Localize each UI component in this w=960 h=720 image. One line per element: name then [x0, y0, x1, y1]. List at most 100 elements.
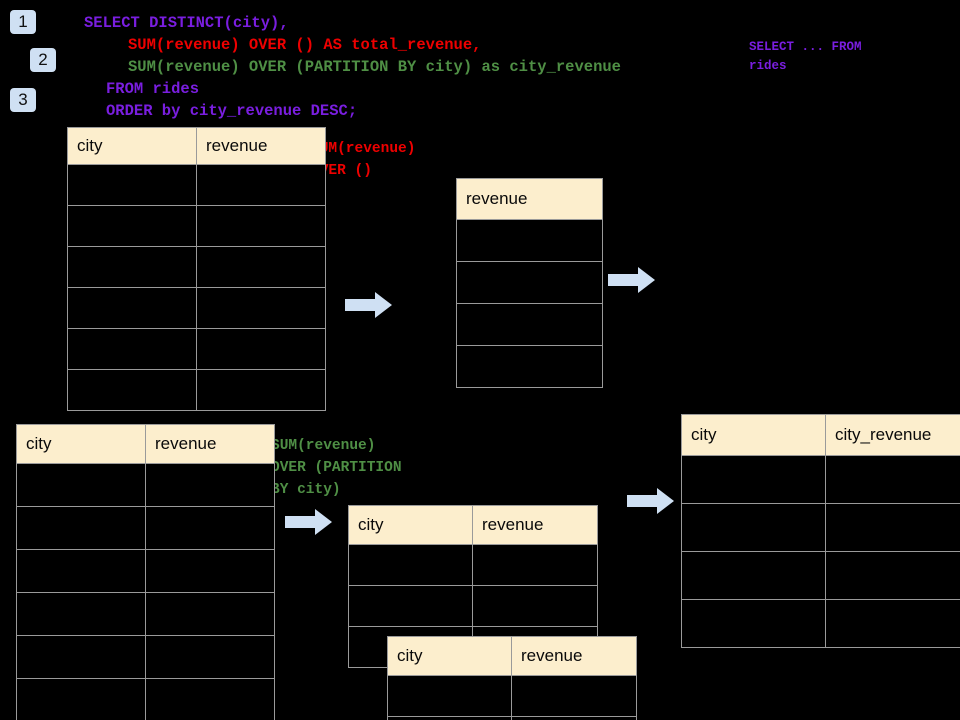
table-cell-city — [67, 205, 197, 247]
sql-side-note: SELECT ... FROM rides — [749, 40, 862, 73]
step-badge-2: 2 — [30, 48, 56, 72]
sql-line-3: SUM(revenue) OVER (PARTITION BY city) as… — [128, 58, 621, 76]
table-cell-city — [16, 635, 146, 679]
table-row — [681, 455, 960, 504]
table-cell-city — [348, 585, 473, 627]
table-row — [681, 503, 960, 552]
table-row — [16, 506, 275, 550]
table-row — [456, 261, 603, 304]
table-cell-revenue — [196, 205, 326, 247]
table-row — [348, 544, 598, 586]
table-row — [681, 599, 960, 648]
step-badge-3: 3 — [10, 88, 36, 112]
table-row — [348, 585, 598, 627]
arrow-right-icon-partition-to-result — [627, 487, 675, 515]
table-cell-city_revenue — [825, 551, 960, 600]
table-cell-city_revenue — [825, 599, 960, 648]
table-row — [16, 463, 275, 507]
table-cell-city — [67, 369, 197, 411]
table-cell-revenue — [145, 678, 275, 720]
table-row — [387, 675, 637, 717]
table-cell-city — [16, 463, 146, 507]
sql-line-1: SELECT DISTINCT(city), — [84, 14, 289, 32]
table-cell-revenue — [196, 246, 326, 288]
column-header-revenue: revenue — [472, 505, 598, 545]
table-cell-revenue — [456, 261, 603, 304]
table-row — [456, 303, 603, 346]
column-header-revenue: revenue — [145, 424, 275, 464]
arrow-right-icon-source-to-partition — [285, 508, 333, 536]
table-row — [16, 678, 275, 720]
table-cell-city — [681, 551, 826, 600]
table-row — [16, 635, 275, 679]
column-header-city: city — [681, 414, 826, 456]
step-badge-1: 1 — [10, 10, 36, 34]
annotation-sum-over-partition: SUM(revenue) OVER (PARTITION BY city) — [271, 438, 402, 498]
column-header-city: city — [387, 636, 512, 676]
table-cell-city — [16, 549, 146, 593]
column-header-city: city — [348, 505, 473, 545]
sql-line-5: ORDER by city_revenue DESC; — [106, 102, 358, 120]
column-header-revenue: revenue — [511, 636, 637, 676]
table-header-row: revenue — [456, 178, 603, 220]
table-row — [16, 592, 275, 636]
table-cell-city — [681, 455, 826, 504]
table-cell-revenue — [472, 544, 598, 586]
total-revenue-table: revenue — [456, 178, 603, 388]
table-cell-revenue — [456, 219, 603, 262]
column-header-revenue: revenue — [196, 127, 326, 165]
table-cell-revenue — [196, 287, 326, 329]
table-cell-city — [16, 678, 146, 720]
table-cell-city_revenue — [825, 455, 960, 504]
annotation-sum-over-empty: SUM(revenue) OVER () — [311, 141, 416, 179]
table-cell-city — [387, 716, 512, 720]
table-cell-revenue — [511, 675, 637, 717]
table-cell-revenue — [145, 549, 275, 593]
table-cell-revenue — [196, 369, 326, 411]
table-cell-city_revenue — [825, 503, 960, 552]
table-cell-city — [16, 592, 146, 636]
arrow-right-icon-source-to-total — [345, 291, 393, 319]
table-cell-city — [67, 287, 197, 329]
table-cell-city — [16, 506, 146, 550]
table-cell-revenue — [456, 303, 603, 346]
table-cell-city — [67, 164, 197, 206]
table-row — [67, 287, 326, 329]
column-header-revenue: revenue — [456, 178, 603, 220]
column-header-city_revenue: city_revenue — [825, 414, 960, 456]
table-row — [67, 246, 326, 288]
table-cell-city — [681, 599, 826, 648]
table-row — [16, 549, 275, 593]
table-cell-revenue — [145, 635, 275, 679]
table-cell-city — [348, 544, 473, 586]
table-cell-revenue — [511, 716, 637, 720]
sql-line-4: FROM rides — [106, 80, 200, 98]
table-cell-revenue — [196, 328, 326, 370]
table-row — [456, 219, 603, 262]
table-row — [387, 716, 637, 720]
arrow-right-icon-total-to-result — [608, 266, 656, 294]
table-cell-revenue — [145, 506, 275, 550]
table-row — [456, 345, 603, 388]
table-row — [67, 164, 326, 206]
table-row — [67, 369, 326, 411]
table-cell-city — [67, 328, 197, 370]
column-header-city: city — [67, 127, 197, 165]
table-cell-revenue — [145, 463, 275, 507]
table-cell-revenue — [145, 592, 275, 636]
sql-line-2: SUM(revenue) OVER () AS total_revenue, — [128, 36, 482, 54]
table-cell-city — [387, 675, 512, 717]
table-row — [67, 328, 326, 370]
table-cell-revenue — [472, 585, 598, 627]
table-row — [681, 551, 960, 600]
